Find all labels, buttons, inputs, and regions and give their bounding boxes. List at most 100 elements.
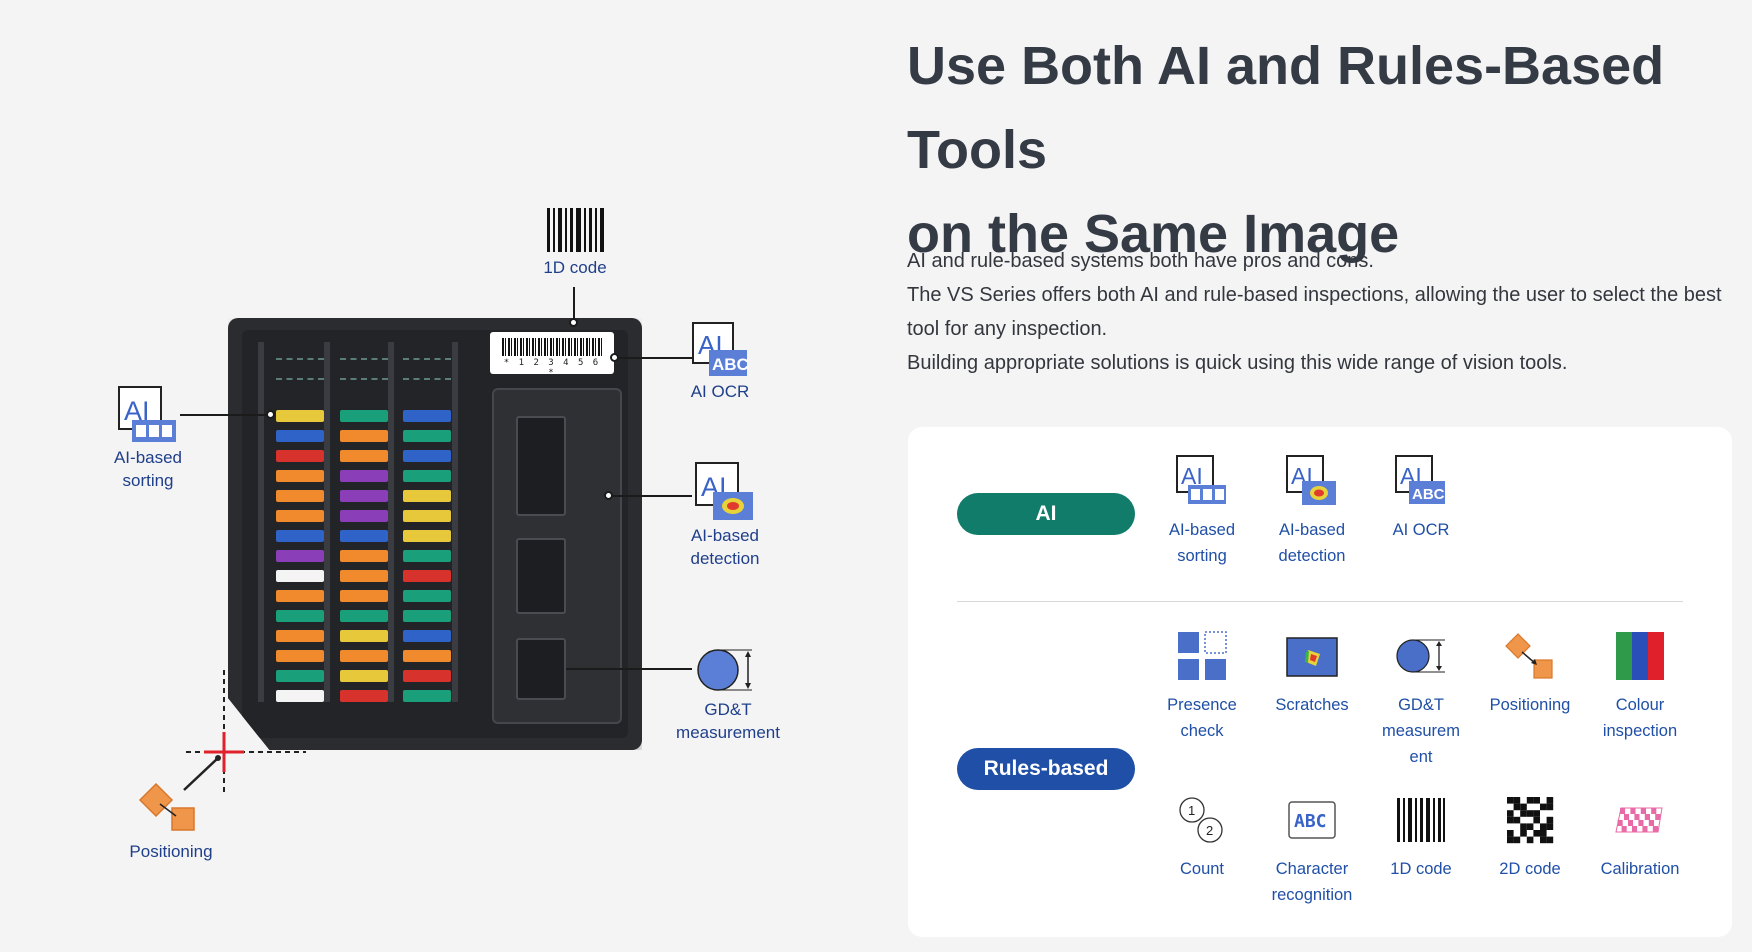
callout-label: sorting [122, 471, 174, 490]
qr-module [1526, 836, 1534, 844]
qr-module [1507, 816, 1514, 824]
tool-label: ent [1409, 748, 1433, 766]
leader-line [180, 414, 272, 416]
fuse [340, 490, 388, 502]
fuse [276, 470, 324, 482]
tools-panel: AI Rules-based AI AI-based sorting AI AI… [908, 427, 1732, 937]
callout-1d-code: 1D code [535, 208, 615, 279]
fuse [340, 590, 388, 602]
fuse [403, 690, 451, 702]
leader-dot [610, 353, 619, 362]
calibration-cell [1647, 826, 1653, 832]
qr-module [1513, 803, 1521, 811]
qr-module [1526, 823, 1534, 830]
tool-label: Calibration [1600, 860, 1680, 878]
qr-module [1520, 823, 1527, 830]
fuse [340, 630, 388, 642]
calibration-cell [1621, 826, 1627, 832]
tool-1d-code: 1D code [1369, 794, 1473, 882]
calibration-cell [1642, 826, 1648, 832]
fuse [340, 670, 388, 682]
qr-module [1507, 797, 1514, 804]
tool-gdt-measurement: GD&T measurem ent [1369, 630, 1473, 770]
calibration-cell [1644, 814, 1650, 820]
ai-category-pill: AI [957, 493, 1135, 535]
svg-text:2: 2 [1206, 823, 1213, 838]
calibration-cell [1637, 826, 1643, 832]
fuse [276, 590, 324, 602]
tool-label: AI-based [1168, 521, 1236, 539]
qr-module [1526, 797, 1534, 804]
qr-module [1526, 810, 1534, 817]
calibration-cell [1651, 808, 1657, 814]
qr-module [1533, 830, 1540, 837]
svg-text:AI: AI [1181, 463, 1203, 489]
calibration-cell [1648, 820, 1654, 826]
calibration-cell [1617, 820, 1623, 826]
title-line-1: Use Both AI and Rules-Based Tools [907, 36, 1665, 180]
calibration-cell [1632, 826, 1638, 832]
title-line-2: on the Same Image [907, 204, 1400, 264]
tool-label: AI-based [1278, 521, 1346, 539]
svg-text:ABC: ABC [1294, 811, 1327, 832]
fuse [276, 650, 324, 662]
calibration-cell [1650, 814, 1656, 820]
callout-label: AI OCR [690, 382, 750, 401]
fuse [276, 430, 324, 442]
tool-label: recognition [1271, 886, 1353, 904]
description-line: AI and rule-based systems both have pros… [907, 250, 1374, 272]
callout-ai-sorting: AI AI-based sorting [103, 386, 193, 492]
qr-module [1507, 830, 1514, 837]
fuse [403, 470, 451, 482]
leader-line [614, 357, 692, 359]
fuse-rail [388, 342, 394, 702]
calibration-cell [1646, 808, 1652, 814]
leader-dot [266, 410, 275, 419]
fuse [403, 530, 451, 542]
fuse [403, 650, 451, 662]
fuse [276, 450, 324, 462]
calibration-cell [1616, 826, 1622, 832]
positioning-crosshair [138, 670, 306, 831]
tool-2d-code: 2D code [1478, 794, 1582, 882]
tool-count: 1 2 Count [1150, 794, 1254, 882]
fuse [340, 450, 388, 462]
calibration-cell [1656, 808, 1662, 814]
calibration-outline [1615, 807, 1663, 833]
qr-module [1513, 836, 1521, 844]
callout-label: detection [690, 549, 760, 568]
fuse [403, 430, 451, 442]
fuse-slot [340, 352, 388, 360]
qr-module [1533, 810, 1540, 817]
positioning-icon [1504, 630, 1556, 682]
qr-module [1513, 816, 1521, 824]
ai-ocr-icon: AI ABC [1395, 455, 1447, 507]
count-icon: 1 2 [1176, 794, 1228, 846]
qr-module [1520, 810, 1527, 817]
calibration-cell [1634, 814, 1640, 820]
qr-module [1540, 830, 1547, 837]
tool-label: Positioning [1489, 696, 1571, 714]
callout-label: Positioning [129, 842, 213, 861]
tool-label: measurem [1382, 722, 1460, 740]
fuse [403, 510, 451, 522]
tool-label: 1D code [1390, 860, 1452, 878]
page-title: Use Both AI and Rules-Based Tools on the… [907, 24, 1727, 276]
calibration-cell [1626, 826, 1632, 832]
tool-label: detection [1278, 547, 1346, 565]
tool-character-recognition: ABC Character recognition [1260, 794, 1364, 908]
callout-positioning: Positioning [116, 840, 226, 863]
ai-sorting-icon: AI [1176, 455, 1228, 507]
code-2d-icon [1504, 794, 1556, 846]
gdt-measurement-icon [1395, 630, 1447, 682]
fuse [340, 530, 388, 542]
calibration-cell [1639, 814, 1645, 820]
fuse-box-illustration: * 1 2 3 4 5 6 * 1D code AI ABC AI OCR [0, 0, 860, 952]
fuse [403, 610, 451, 622]
fuse [276, 630, 324, 642]
svg-text:ABC: ABC [712, 355, 748, 374]
fuse [403, 670, 451, 682]
qr-module [1533, 797, 1540, 804]
fuse [340, 430, 388, 442]
tool-ai-ocr: AI ABC AI OCR [1369, 455, 1473, 543]
